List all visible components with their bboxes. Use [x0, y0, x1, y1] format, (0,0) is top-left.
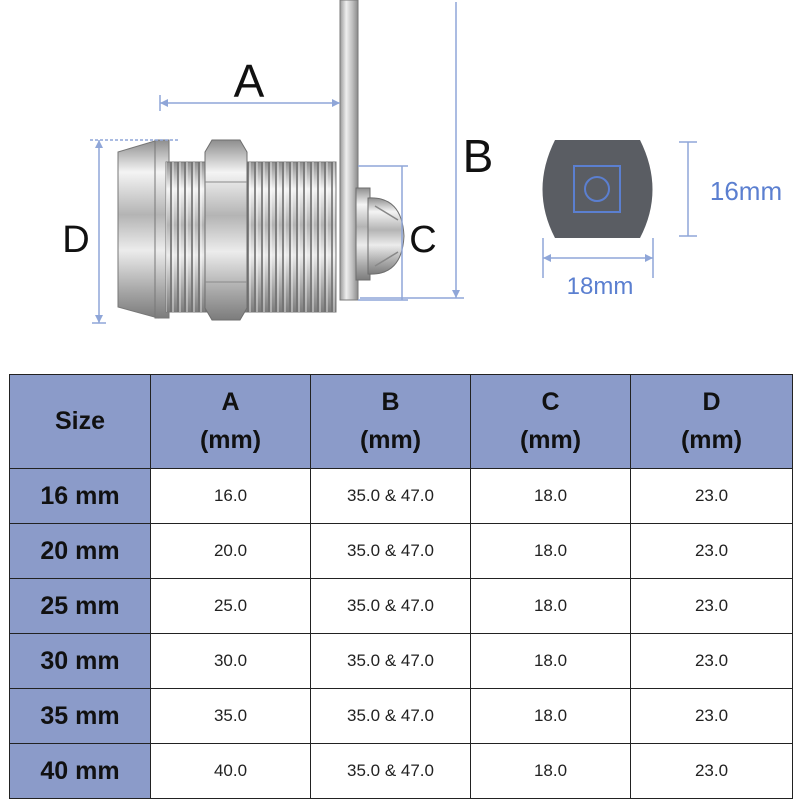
- cell-b: 35.0 & 47.0: [310, 633, 471, 689]
- table-header-row: Size A (mm) B (mm) C (mm) D (mm): [9, 374, 793, 469]
- row-size: 35 mm: [9, 688, 151, 744]
- row-size: 20 mm: [9, 523, 151, 579]
- header-size-label: Size: [54, 406, 106, 435]
- size-spec-table: Size A (mm) B (mm) C (mm) D (mm) 16 mm 16.0 …: [9, 374, 793, 799]
- table-row: 25 mm 25.0 35.0 & 47.0 18.0 23.0: [9, 578, 793, 634]
- cell-b: 35.0 & 47.0: [310, 688, 471, 744]
- header-a-label: A: [221, 388, 240, 416]
- cell-c: 18.0: [470, 743, 631, 799]
- cell-a: 20.0: [150, 523, 311, 579]
- cell-b: 35.0 & 47.0: [310, 468, 471, 524]
- header-d-unit: (mm): [680, 425, 743, 454]
- cell-c: 18.0: [470, 633, 631, 689]
- header-b-unit: (mm): [359, 425, 422, 454]
- cell-d: 23.0: [630, 578, 793, 634]
- cell-c: 18.0: [470, 578, 631, 634]
- header-c: C (mm): [470, 374, 631, 469]
- header-d-label: D: [702, 388, 721, 416]
- dimension-label-d: D: [62, 219, 89, 261]
- table-row: 20 mm 20.0 35.0 & 47.0 18.0 23.0: [9, 523, 793, 579]
- header-a-unit: (mm): [199, 425, 262, 454]
- header-c-label: C: [541, 388, 560, 416]
- cell-c: 18.0: [470, 523, 631, 579]
- header-a: A (mm): [150, 374, 311, 469]
- header-size: Size: [9, 374, 151, 469]
- cell-d: 23.0: [630, 743, 793, 799]
- dimension-label-b: B: [463, 130, 494, 182]
- cam-plate: [339, 0, 359, 301]
- key-height-label: 16mm: [710, 176, 782, 206]
- cell-d: 23.0: [630, 523, 793, 579]
- cell-a: 40.0: [150, 743, 311, 799]
- header-b: B (mm): [310, 374, 471, 469]
- header-d: D (mm): [630, 374, 793, 469]
- key-width-label: 18mm: [567, 273, 634, 300]
- cell-d: 23.0: [630, 633, 793, 689]
- cell-a: 35.0: [150, 688, 311, 744]
- key-profile: 16mm 18mm: [542, 140, 782, 300]
- cell-c: 18.0: [470, 468, 631, 524]
- table-row: 16 mm 16.0 35.0 & 47.0 18.0 23.0: [9, 468, 793, 524]
- row-size: 30 mm: [9, 633, 151, 689]
- table-row: 40 mm 40.0 35.0 & 47.0 18.0 23.0: [9, 743, 793, 799]
- cell-b: 35.0 & 47.0: [310, 743, 471, 799]
- header-c-unit: (mm): [519, 425, 582, 454]
- cell-c: 18.0: [470, 688, 631, 744]
- cell-b: 35.0 & 47.0: [310, 523, 471, 579]
- dimension-label-a: A: [234, 55, 265, 107]
- cell-a: 30.0: [150, 633, 311, 689]
- dimension-label-c: C: [409, 219, 436, 261]
- table-row: 30 mm 30.0 35.0 & 47.0 18.0 23.0: [9, 633, 793, 689]
- row-size: 25 mm: [9, 578, 151, 634]
- cell-a: 16.0: [150, 468, 311, 524]
- lock-body: [117, 139, 405, 321]
- cell-d: 23.0: [630, 688, 793, 744]
- dimension-lines: [90, 2, 464, 324]
- cell-b: 35.0 & 47.0: [310, 578, 471, 634]
- header-b-label: B: [381, 388, 400, 416]
- cam-lock-dimension-diagram: A B C D 16mm 18mm: [62, 0, 782, 324]
- cell-a: 25.0: [150, 578, 311, 634]
- cell-d: 23.0: [630, 468, 793, 524]
- row-size: 40 mm: [9, 743, 151, 799]
- table-row: 35 mm 35.0 35.0 & 47.0 18.0 23.0: [9, 688, 793, 744]
- row-size: 16 mm: [9, 468, 151, 524]
